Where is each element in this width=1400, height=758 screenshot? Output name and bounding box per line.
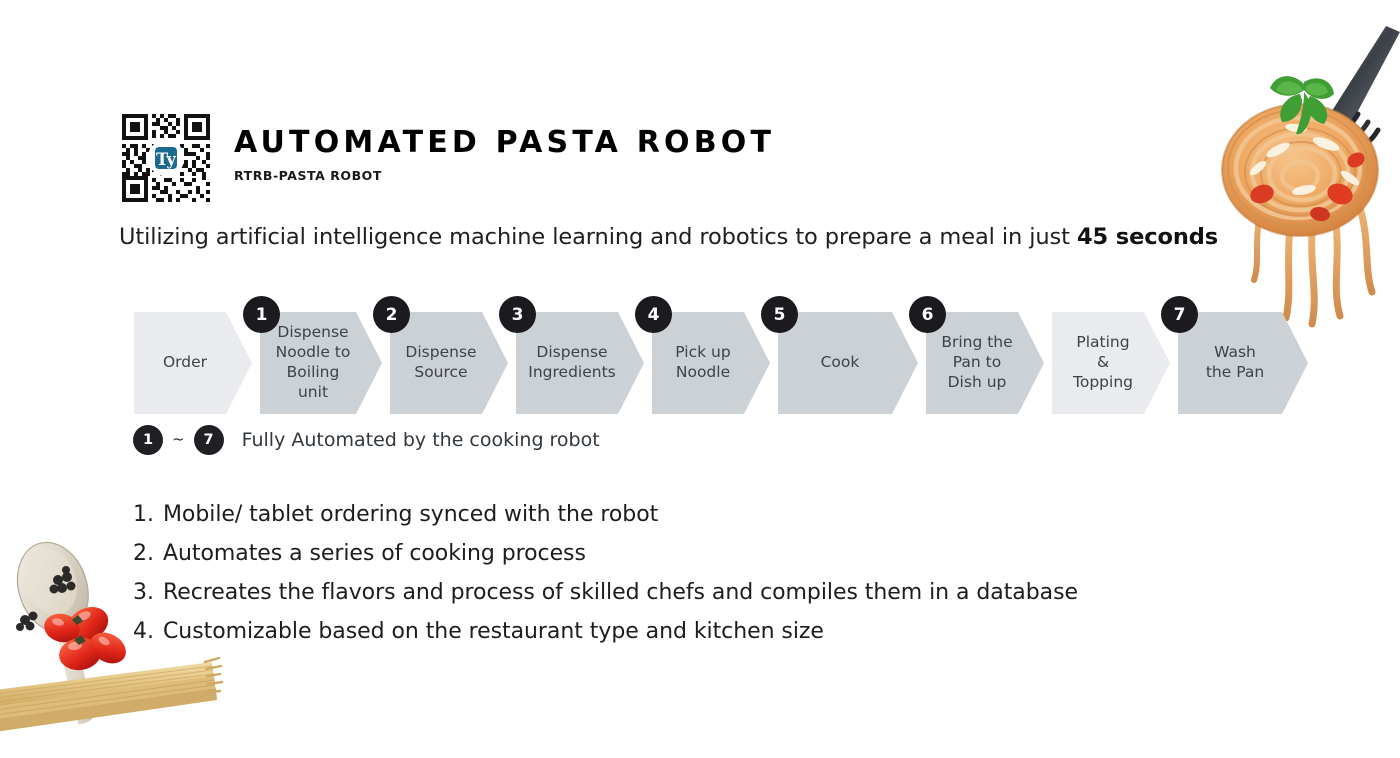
tagline-accent: 45 seconds	[1076, 224, 1219, 250]
process-step-chevron: Order	[134, 312, 252, 414]
legend-badge-from: 1	[133, 425, 163, 455]
page-title: AUTOMATED PASTA ROBOT	[234, 125, 776, 160]
process-step-label: Plating & Topping	[1073, 333, 1133, 391]
feature-number: 2.	[133, 541, 154, 566]
process-step-badge: 4	[635, 296, 672, 333]
header-text-block: AUTOMATED PASTA ROBOT RTRB-PASTA ROBOT	[234, 112, 775, 183]
process-step-chevron: Wash the Pan	[1178, 312, 1308, 414]
feature-item: 1. Mobile/ tablet ordering synced with th…	[133, 502, 1253, 527]
legend-badge-to: 7	[193, 425, 224, 455]
feature-item: 2. Automates a series of cooking process	[133, 541, 1253, 566]
process-step-chevron: Pick up Noodle	[652, 312, 770, 414]
process-step[interactable]: Dispense Source 2	[373, 296, 508, 414]
feature-item: 3. Recreates the flavors and process of s…	[133, 580, 1253, 605]
legend-text: Fully Automated by the cooking robot	[241, 429, 600, 451]
legend: 1 ~ 7 Fully Automated by the cooking rob…	[133, 425, 600, 455]
qr-center-logo	[155, 147, 177, 169]
feature-number: 1.	[133, 502, 154, 527]
process-step-chevron: Dispense Source	[390, 312, 508, 414]
process-step[interactable]: Order	[134, 312, 252, 414]
tagline: Utilizing artificial intelligence machin…	[119, 224, 1218, 250]
process-step-chevron: Bring the Pan to Dish up	[926, 312, 1044, 414]
process-step[interactable]: Cook 5	[761, 296, 918, 414]
header: Ty AUTOMATED PASTA ROBOT RTRB-PASTA ROBO…	[120, 112, 775, 204]
process-step-chevron: Dispense Noodle to Boiling unit	[260, 312, 382, 414]
feature-text: Customizable based on the restaurant typ…	[163, 619, 824, 644]
process-step-badge: 6	[909, 296, 946, 333]
process-step-badge: 1	[243, 296, 280, 333]
tagline-prefix: Utilizing artificial intelligence machin…	[119, 224, 1077, 250]
process-step-badge: 2	[373, 296, 410, 333]
process-step[interactable]: Dispense Ingredients 3	[499, 296, 644, 414]
feature-number: 4.	[133, 619, 154, 644]
qr-logo-text: Ty	[156, 150, 176, 169]
process-step[interactable]: Plating & Topping	[1052, 312, 1170, 414]
process-step-label: Wash the Pan	[1205, 343, 1265, 381]
process-step-label: Pick up Noodle	[675, 343, 731, 381]
process-step-label: Cook	[820, 353, 860, 372]
feature-text: Mobile/ tablet ordering synced with the …	[163, 502, 659, 527]
feature-list: 1. Mobile/ tablet ordering synced with th…	[133, 502, 1253, 644]
feature-item: 4. Customizable based on the restaurant t…	[133, 619, 1253, 644]
feature-number: 3.	[133, 580, 154, 605]
feature-text: Automates a series of cooking process	[163, 541, 586, 566]
process-step-label: Dispense Source	[405, 343, 477, 381]
process-step-chevron: Cook	[778, 312, 918, 414]
legend-separator: ~	[172, 429, 185, 448]
feature-text: Recreates the flavors and process of ski…	[163, 580, 1078, 605]
process-step-label: Dispense Ingredients	[528, 343, 616, 381]
qr-code-icon[interactable]: Ty	[120, 112, 212, 204]
process-step-label: Order	[162, 353, 208, 372]
process-step-badge: 7	[1161, 296, 1198, 333]
process-step-badge: 5	[761, 296, 798, 333]
process-step-label: Bring the Pan to Dish up	[941, 333, 1013, 391]
process-step-chevron: Dispense Ingredients	[516, 312, 644, 414]
page-subtitle: RTRB-PASTA ROBOT	[234, 167, 382, 183]
process-step-chevron: Plating & Topping	[1052, 312, 1170, 414]
process-step-badge: 3	[499, 296, 536, 333]
process-step-label: Dispense Noodle to Boiling unit	[275, 323, 351, 401]
